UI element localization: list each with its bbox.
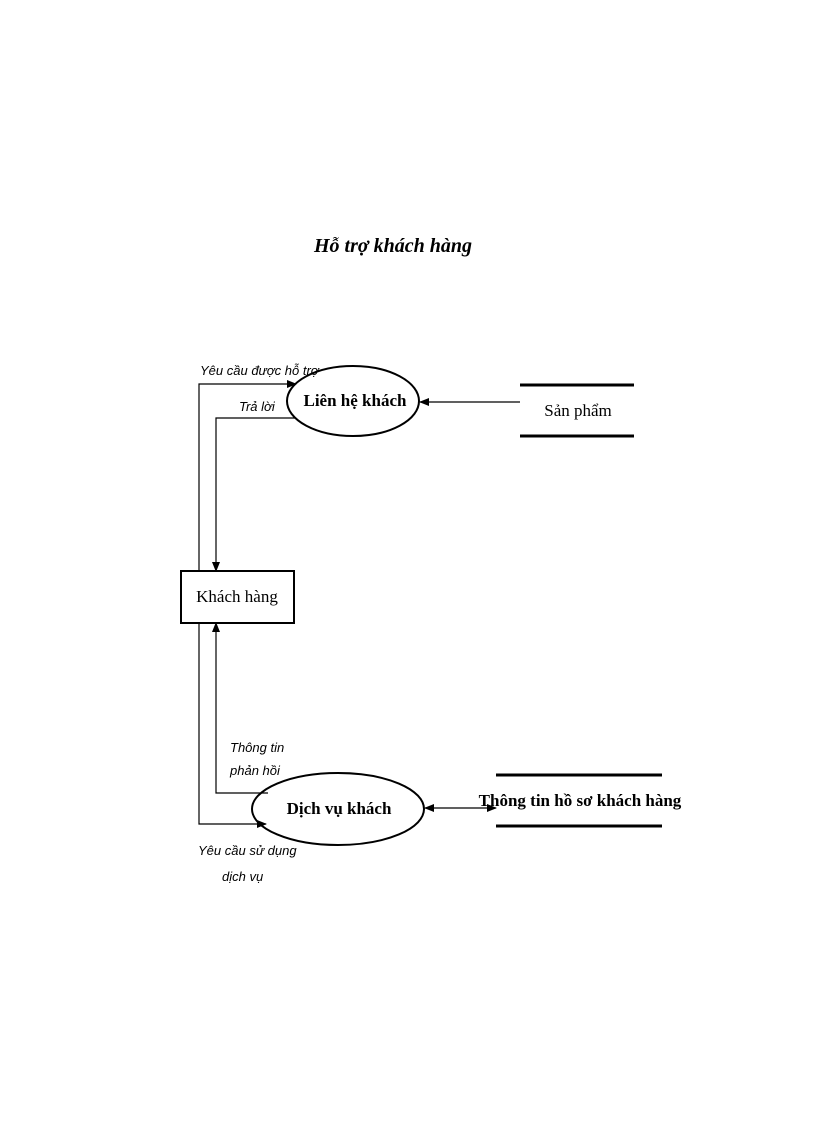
process-dich-vu-khach-label: Dịch vụ khách [287, 799, 392, 818]
flow-yeu-cau-ho-tro [198, 380, 297, 571]
flow-tra-loi [212, 417, 296, 572]
store-san-pham-label: Sản phẩm [544, 401, 612, 420]
flow-yeu-cau-su-dung-label-line2: dịch vụ [222, 869, 263, 884]
process-lien-he-khach-label: Liên hệ khách [304, 391, 408, 410]
entity-khach-hang [180, 570, 295, 624]
flow-thong-tin-phan-hoi [212, 622, 268, 794]
entity-khach-hang-label: Khách hàng [196, 587, 278, 606]
flow-thong-tin-phan-hoi-label-line2: phản hồi [229, 763, 281, 778]
flow-yeu-cau-su-dung-label-line1: Yêu cầu sử dụng [198, 843, 297, 858]
flow-yeu-cau-su-dung [198, 623, 267, 828]
diagram-title: Hỗ trợ khách hàng [313, 235, 472, 257]
store-ho-so-label: Thông tin hồ sơ khách hàng [479, 791, 682, 810]
flow-tra-loi-label: Trả lời [239, 399, 276, 414]
flow-thong-tin-phan-hoi-label-line1: Thông tin [230, 740, 284, 755]
flow-yeu-cau-ho-tro-label: Yêu cầu được hỗ trợ [200, 363, 320, 378]
